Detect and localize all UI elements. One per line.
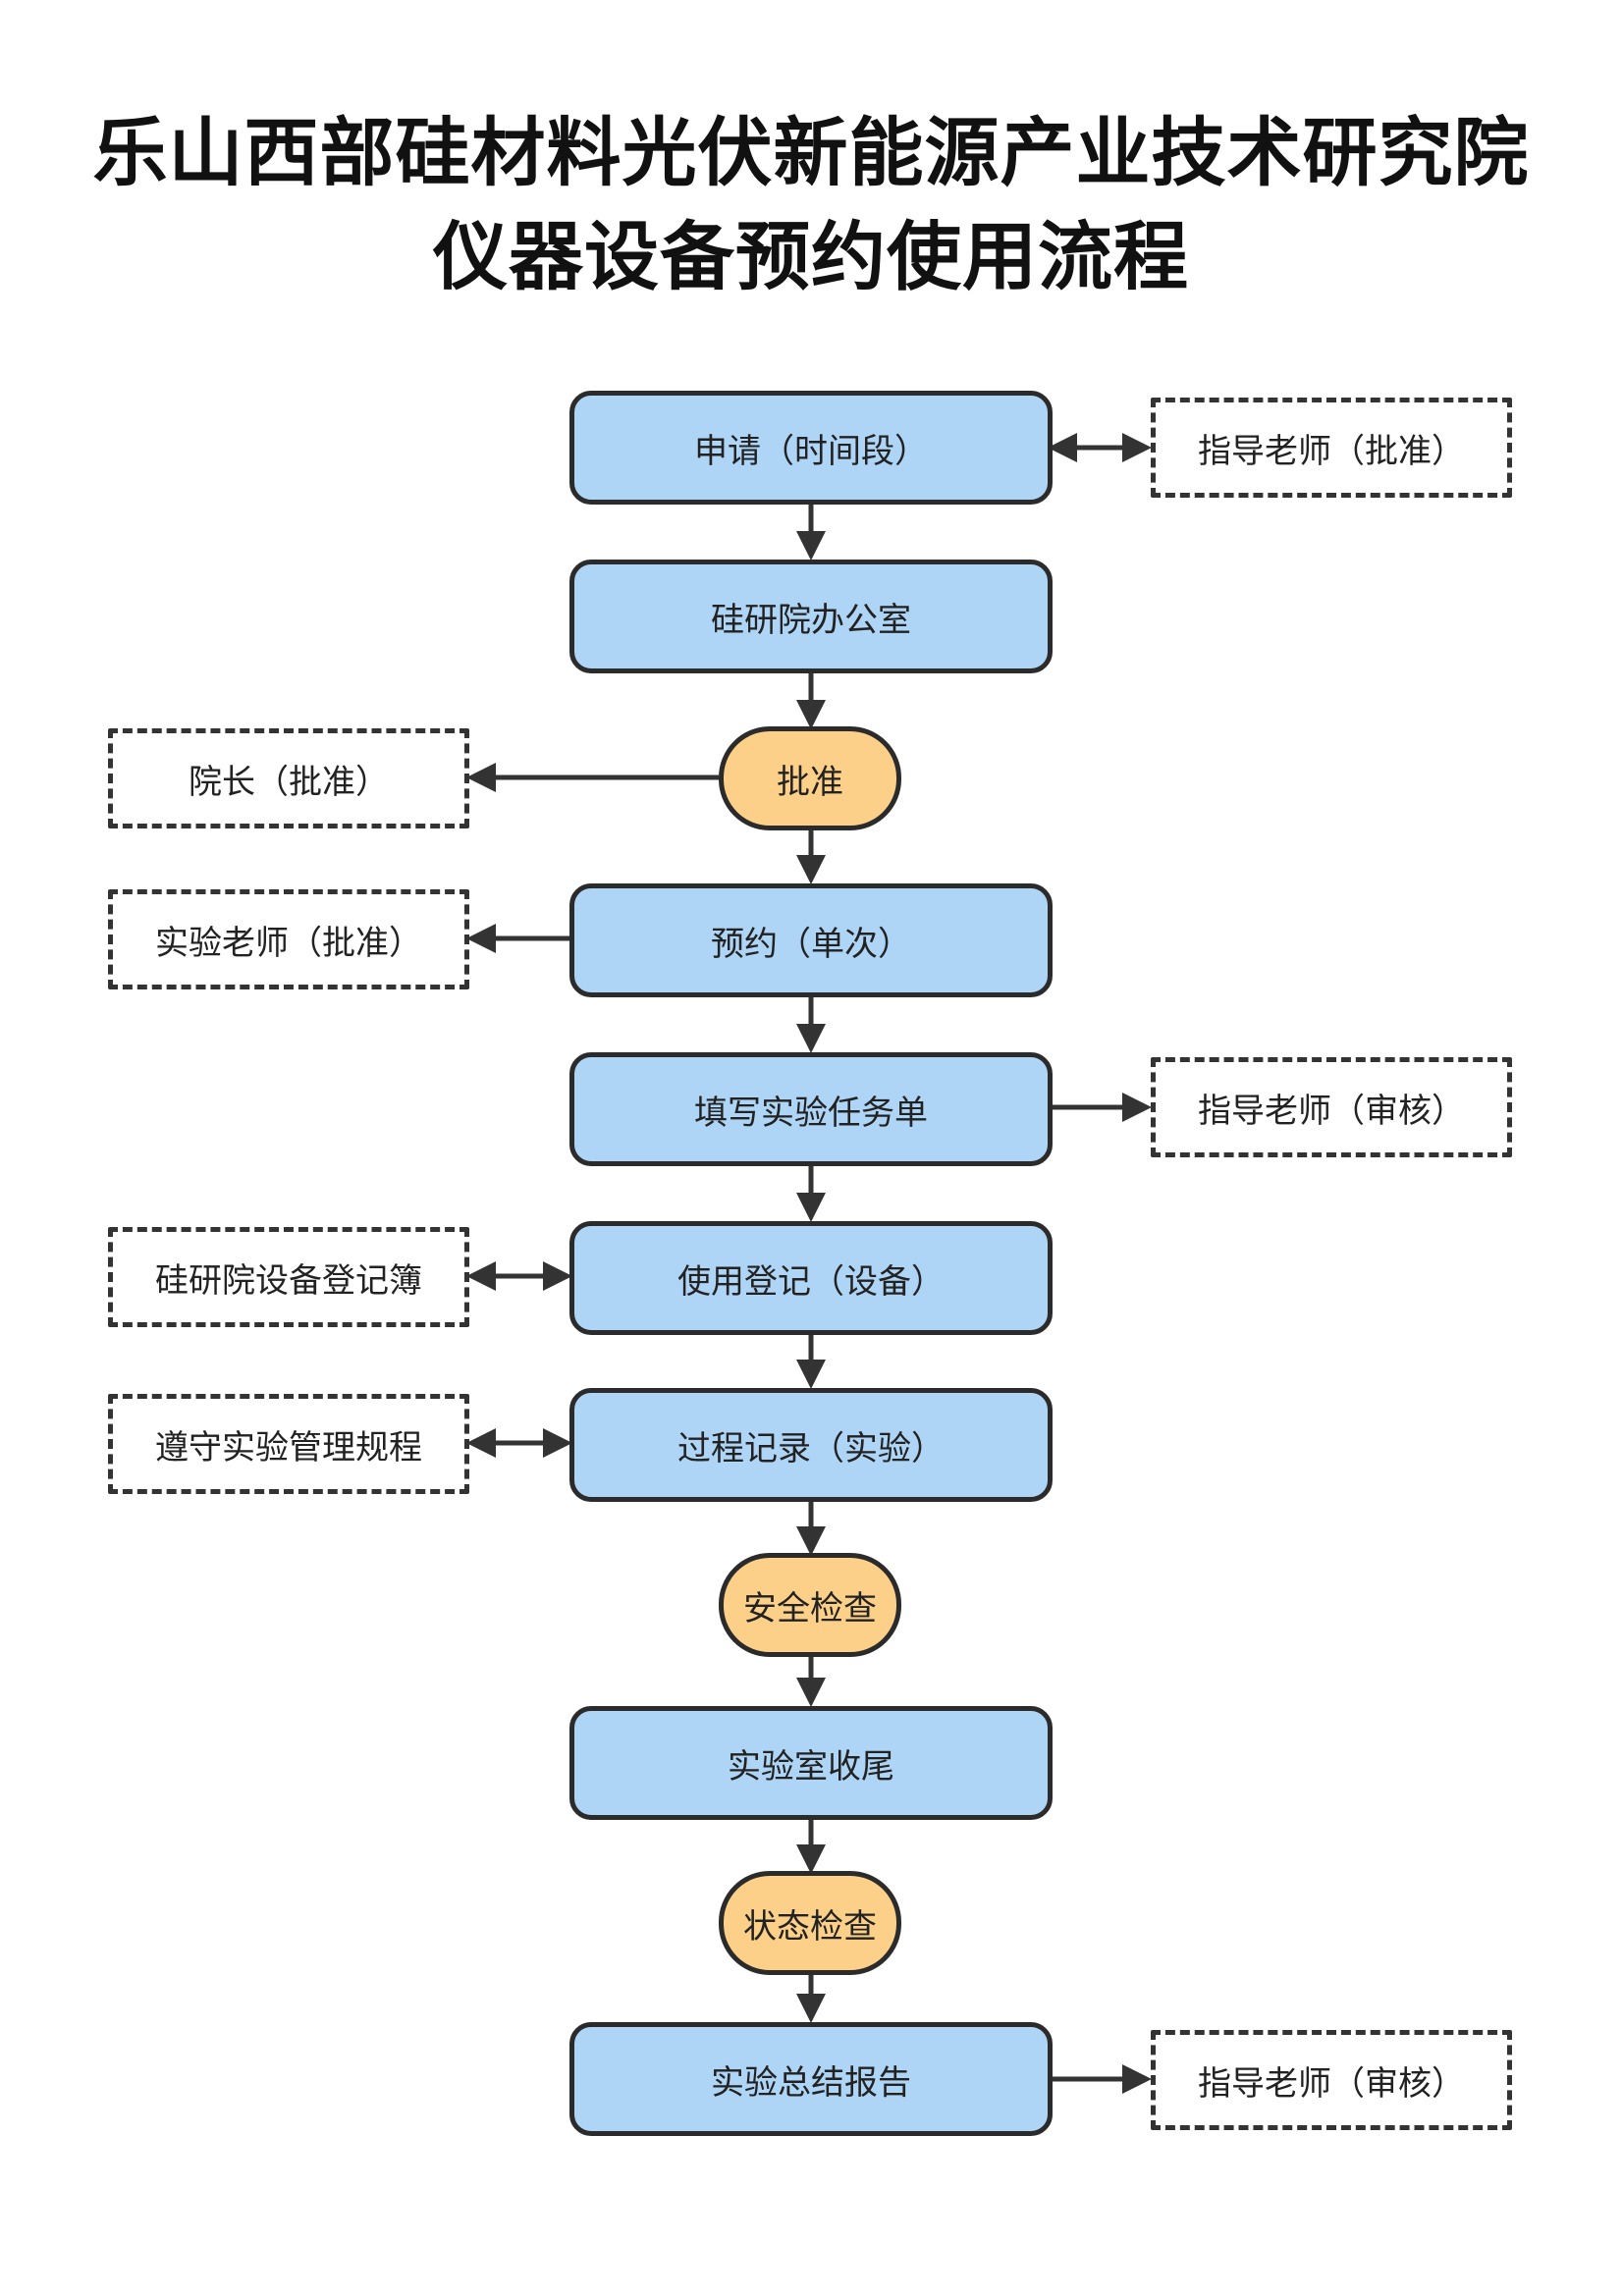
step-process-record: 过程记录（实验） <box>569 1388 1053 1502</box>
decision-safety-check: 安全检查 <box>719 1553 901 1657</box>
side-lab-teacher-approve: 实验老师（批准） <box>108 889 469 989</box>
step-institute-office: 硅研院办公室 <box>569 560 1053 673</box>
step-fill-task-form: 填写实验任务单 <box>569 1052 1053 1166</box>
side-advisor-approve: 指导老师（批准） <box>1151 398 1512 498</box>
decision-approve: 批准 <box>719 726 901 830</box>
step-apply-time-slot: 申请（时间段） <box>569 391 1053 505</box>
step-summary-report: 实验总结报告 <box>569 2022 1053 2136</box>
side-equipment-logbook: 硅研院设备登记簿 <box>108 1227 469 1327</box>
title-line-1: 乐山西部硅材料光伏新能源产业技术研究院 <box>92 109 1530 196</box>
step-reserve-single: 预约（单次） <box>569 883 1053 997</box>
side-advisor-review-report: 指导老师（审核） <box>1151 2030 1512 2130</box>
side-lab-rules: 遵守实验管理规程 <box>108 1394 469 1494</box>
step-lab-cleanup: 实验室收尾 <box>569 1706 1053 1820</box>
side-advisor-review-task: 指导老师（审核） <box>1151 1057 1512 1157</box>
decision-status-check: 状态检查 <box>719 1871 901 1975</box>
step-usage-register: 使用登记（设备） <box>569 1221 1053 1335</box>
side-dean-approve: 院长（批准） <box>108 728 469 828</box>
title-line-2: 仪器设备预约使用流程 <box>433 213 1189 300</box>
